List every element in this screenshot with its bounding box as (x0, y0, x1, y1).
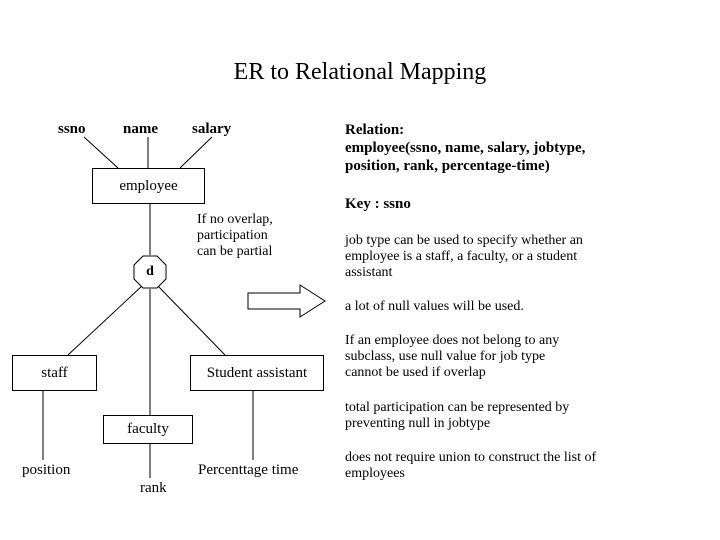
block-arrow-right-icon (247, 284, 326, 318)
note-jobtype-line-1: job type can be used to specify whether … (345, 233, 583, 248)
note-relation-line-1: employee(ssno, name, salary, jobtype, (345, 140, 586, 156)
entity-box-staff[interactable]: staff (12, 355, 97, 391)
note-union-line-1: does not require union to construct the … (345, 450, 597, 465)
attribute-rank: rank (140, 480, 167, 496)
attribute-name: name (123, 121, 158, 137)
note-nulls: a lot of null values will be used. (345, 299, 524, 314)
note-relation-heading: Relation: (345, 122, 405, 138)
note-subclass-null-line-2: subclass, use null value for job type (345, 349, 546, 364)
entity-box-staff-label: staff (41, 364, 68, 381)
note-jobtype: job type can be used to specify whether … (345, 233, 650, 281)
note-overlap: If no overlap, participation can be part… (197, 212, 307, 260)
note-relation-line-2: position, rank, percentage-time) (345, 158, 550, 174)
specialization-symbol-label: d (146, 264, 154, 279)
entity-box-employee[interactable]: employee (92, 168, 205, 204)
note-jobtype-line-3: assistant (345, 265, 393, 280)
specialization-symbol-disjoint[interactable]: d (133, 255, 167, 289)
attribute-percenttage-time: Percenttage time (198, 462, 299, 478)
entity-box-student-assistant-label: Student assistant (206, 364, 308, 381)
note-relation: Relation: employee(ssno, name, salary, j… (345, 121, 645, 175)
note-overlap-line-2: participation (197, 228, 268, 243)
note-key: Key : ssno (345, 196, 411, 212)
note-subclass-null-line-3: cannot be used if overlap (345, 365, 486, 380)
note-total-participation: total participation can be represented b… (345, 400, 650, 432)
attribute-salary: salary (192, 121, 232, 137)
page-title: ER to Relational Mapping (233, 59, 487, 85)
entity-box-student-assistant[interactable]: Student assistant (190, 355, 324, 391)
attribute-position: position (22, 462, 71, 478)
octagon-icon (133, 255, 167, 289)
note-union: does not require union to construct the … (345, 450, 655, 482)
note-union-line-2: employees (345, 466, 405, 481)
note-overlap-line-1: If no overlap, (197, 212, 273, 227)
note-total-participation-line-2: preventing null in jobtype (345, 416, 491, 431)
entity-box-faculty-label: faculty (127, 421, 169, 437)
attribute-ssno: ssno (58, 121, 86, 137)
note-subclass-null-line-1: If an employee does not belong to any (345, 333, 560, 348)
note-total-participation-line-1: total participation can be represented b… (345, 400, 570, 415)
note-overlap-line-3: can be partial (197, 244, 273, 259)
note-jobtype-line-2: employee is a staff, a faculty, or a stu… (345, 249, 578, 264)
entity-box-employee-label: employee (119, 177, 178, 194)
entity-box-faculty[interactable]: faculty (103, 415, 193, 444)
note-subclass-null: If an employee does not belong to any su… (345, 333, 650, 381)
